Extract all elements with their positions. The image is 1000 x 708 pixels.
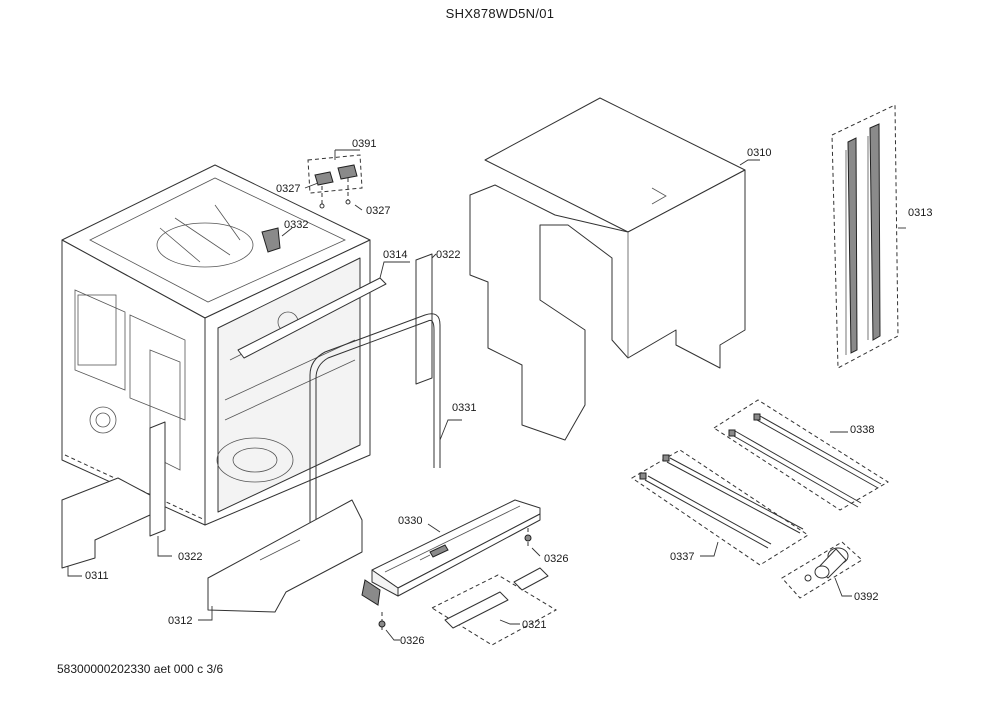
label-0313: 0313 xyxy=(908,207,932,219)
model-title: SHX878WD5N/01 xyxy=(445,6,555,21)
block-0322-upper xyxy=(415,253,433,385)
rails-0313 xyxy=(831,104,899,369)
strip-0314 xyxy=(237,277,387,359)
block-0322-lower xyxy=(149,421,166,537)
dishwasher-tub xyxy=(61,164,371,526)
insulation-0310 xyxy=(469,97,746,441)
label-0332: 0332 xyxy=(284,219,308,231)
label-0322-upper: 0322 xyxy=(436,249,460,261)
label-0312: 0312 xyxy=(168,615,192,627)
panel-0311 xyxy=(61,477,151,569)
plug-0392 xyxy=(781,541,863,599)
label-0311: 0311 xyxy=(85,570,109,582)
label-0337: 0337 xyxy=(670,551,694,563)
seal-0331 xyxy=(309,313,441,540)
bracket-0332 xyxy=(261,227,281,253)
label-0310: 0310 xyxy=(747,147,771,159)
label-0322-lower: 0322 xyxy=(178,551,202,563)
screw-0326-upper xyxy=(524,528,532,548)
label-0321: 0321 xyxy=(522,619,546,631)
screw-0326-lower xyxy=(378,612,386,630)
label-0392: 0392 xyxy=(854,591,878,603)
blocks-0321 xyxy=(430,567,558,646)
label-0330: 0330 xyxy=(398,515,422,527)
label-0327-left: 0327 xyxy=(276,183,300,195)
rails-0338 xyxy=(713,399,889,511)
label-0326-lower: 0326 xyxy=(400,635,424,647)
label-0326-upper: 0326 xyxy=(544,553,568,565)
hinge-group-0391 xyxy=(307,154,363,209)
bracket-0330 xyxy=(361,499,541,606)
label-0338: 0338 xyxy=(850,424,874,436)
label-0314: 0314 xyxy=(383,249,407,261)
rails-0337 xyxy=(631,449,809,566)
label-0391: 0391 xyxy=(352,138,376,150)
document-number: 58300000202330 aet 000 c 3/6 xyxy=(57,662,224,676)
panel-0312 xyxy=(207,499,363,613)
label-0331: 0331 xyxy=(452,402,476,414)
label-0327-right: 0327 xyxy=(366,205,390,217)
